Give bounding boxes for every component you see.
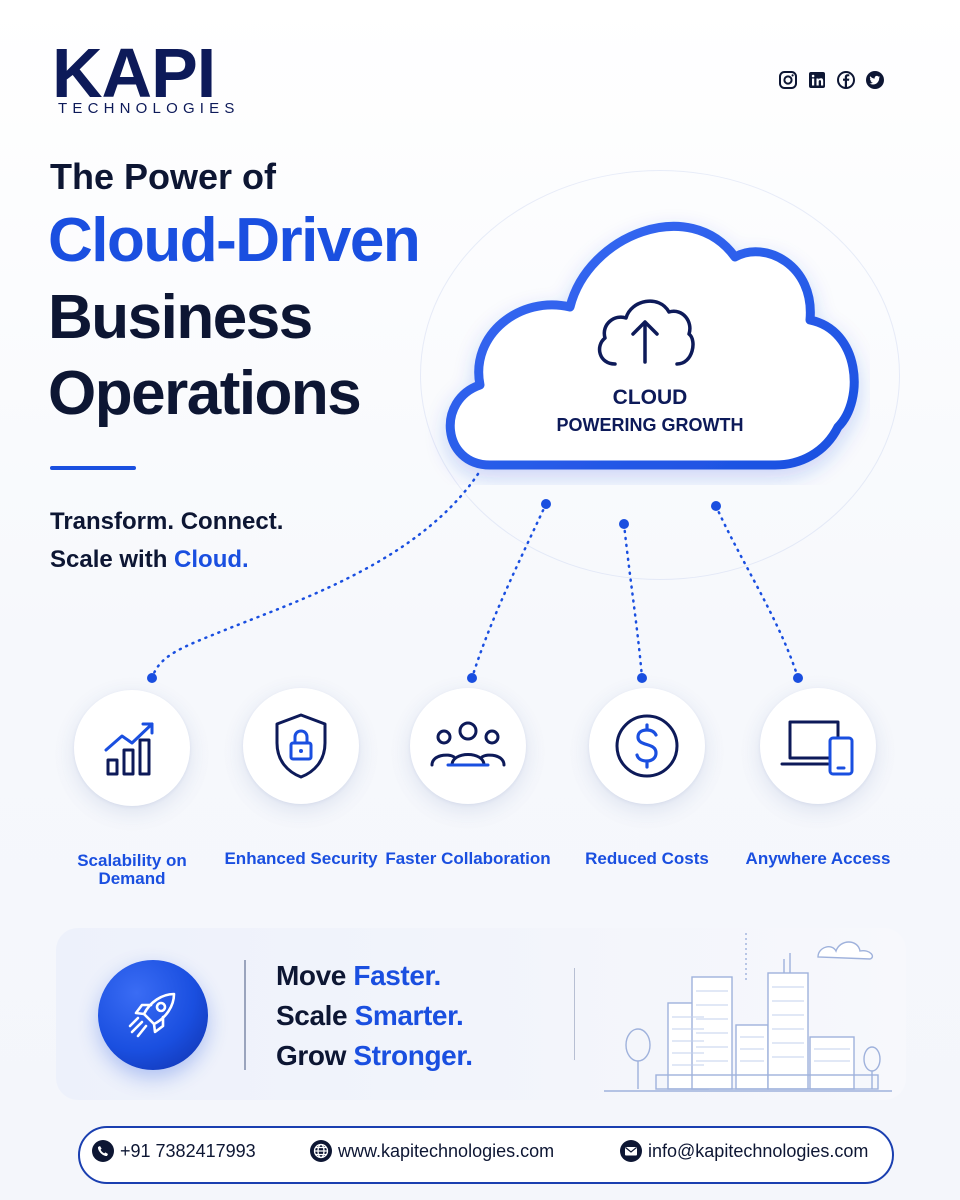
feature-label: Enhanced Security xyxy=(224,849,378,868)
feature-icon-circle xyxy=(74,690,190,806)
contact-bar xyxy=(78,1126,894,1184)
connector-dot xyxy=(637,673,647,683)
email-address: info@kapitechnologies.com xyxy=(648,1140,869,1161)
cloud-glow-ring xyxy=(420,170,900,580)
tagline-highlight: Cloud. xyxy=(174,546,249,573)
devices-icon xyxy=(780,720,854,776)
banner-divider xyxy=(574,968,575,1060)
motto-line-1: Move Faster. xyxy=(276,960,441,992)
connector-dot xyxy=(467,673,477,683)
growth-chart-icon xyxy=(104,722,154,776)
contact-email[interactable]: info@kapitechnologies.com xyxy=(620,1140,868,1162)
brand-subtitle: TECHNOLOGIES xyxy=(58,100,240,117)
feature-collaboration: Faster Collaboration xyxy=(383,688,553,868)
feature-icon-circle xyxy=(760,688,876,804)
motto-dark: Move xyxy=(276,960,354,991)
tagline-line-1: Transform. Connect. xyxy=(50,508,284,535)
city-skyline-illustration xyxy=(604,933,892,1092)
motto-blue: Stronger. xyxy=(353,1040,473,1071)
globe-icon xyxy=(310,1140,332,1162)
connector-dot xyxy=(793,673,803,683)
headline-line-3: Operations xyxy=(48,359,362,428)
cloud-shape xyxy=(445,221,859,470)
facebook-icon[interactable] xyxy=(836,70,856,90)
shield-lock-icon xyxy=(275,713,327,779)
motto-line-2: Scale Smarter. xyxy=(276,1000,464,1032)
team-icon xyxy=(430,721,506,767)
brand-logo: KAPI xyxy=(52,38,216,108)
motto-dark: Grow xyxy=(276,1040,354,1071)
feature-scalability: Scalability on Demand xyxy=(47,690,217,888)
connector-dot xyxy=(619,519,629,529)
website-url: www.kapitechnologies.com xyxy=(338,1140,555,1161)
cloud-subtitle: POWERING GROWTH xyxy=(556,415,744,435)
twitter-icon[interactable] xyxy=(865,70,885,90)
phone-icon xyxy=(92,1140,114,1162)
dollar-icon xyxy=(615,714,679,778)
connector-dot xyxy=(711,501,721,511)
connector-lines xyxy=(147,472,803,683)
rocket-badge xyxy=(98,960,208,1070)
phone-number: +91 7382417993 xyxy=(120,1140,256,1161)
connector-dot xyxy=(541,499,551,509)
feature-security: Enhanced Security xyxy=(216,688,386,868)
tagline-prefix: Scale with xyxy=(50,546,175,573)
feature-access: Anywhere Access xyxy=(733,688,903,868)
contact-phone[interactable]: +91 7382417993 xyxy=(92,1140,256,1162)
motto-line-3: Grow Stronger. xyxy=(276,1040,473,1072)
motto-blue: Faster. xyxy=(353,960,441,991)
headline-line-1: Cloud-Driven xyxy=(48,206,421,275)
headline-divider xyxy=(50,466,136,470)
feature-label: Anywhere Access xyxy=(745,849,891,868)
feature-icon-circle xyxy=(410,688,526,804)
headline-line-2: Business xyxy=(48,283,313,352)
banner-divider xyxy=(244,960,246,1070)
motto-blue: Smarter. xyxy=(354,1000,464,1031)
feature-icon-circle xyxy=(243,688,359,804)
social-links xyxy=(778,70,885,90)
connector-dot xyxy=(147,673,157,683)
feature-label: Faster Collaboration xyxy=(385,849,551,868)
brand-name: KAPI xyxy=(52,34,216,112)
feature-icon-circle xyxy=(589,688,705,804)
instagram-icon[interactable] xyxy=(778,70,798,90)
motto-dark: Scale xyxy=(276,1000,355,1031)
feature-label: Reduced Costs xyxy=(585,849,709,868)
headline-pre: The Power of xyxy=(50,156,277,197)
feature-costs: Reduced Costs xyxy=(562,688,732,868)
rocket-icon xyxy=(128,992,176,1038)
cloud-upload-icon xyxy=(597,299,695,366)
cloud-title: CLOUD xyxy=(612,386,688,409)
tagline-line-2: Scale with Cloud. xyxy=(50,546,249,574)
mail-icon xyxy=(620,1140,642,1162)
contact-website[interactable]: www.kapitechnologies.com xyxy=(310,1140,554,1162)
linkedin-icon[interactable] xyxy=(807,70,827,90)
feature-label: Scalability on Demand xyxy=(77,851,187,888)
